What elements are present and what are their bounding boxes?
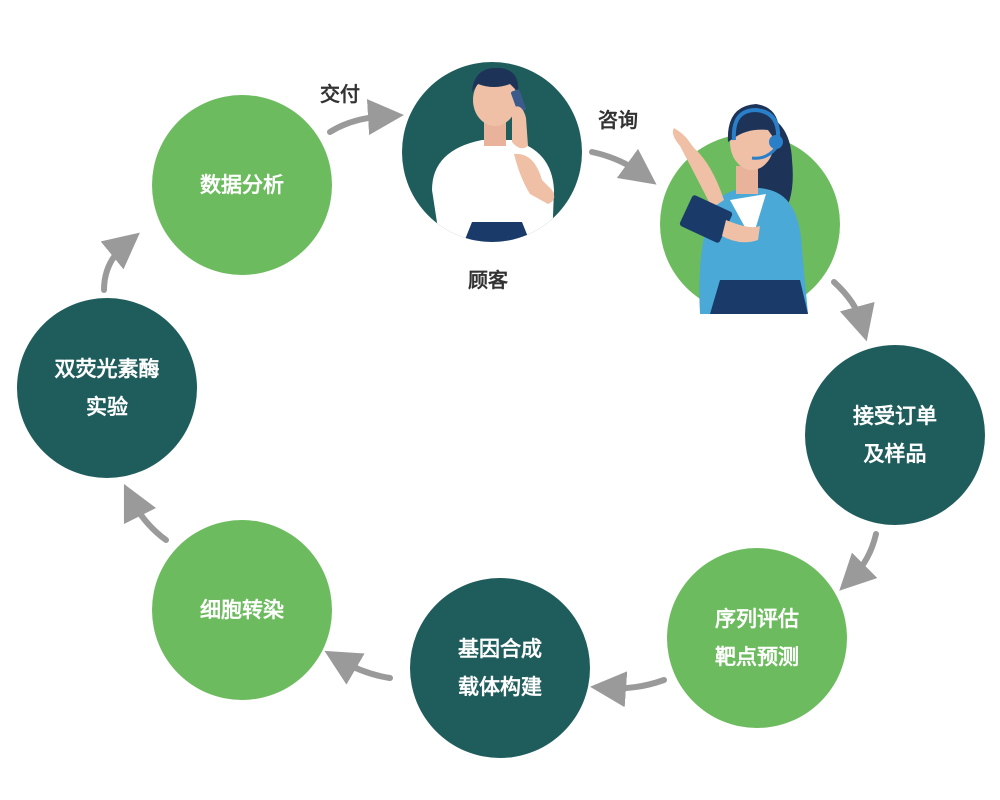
step-order: 接受订单 及样品 bbox=[805, 345, 985, 525]
step-transfection: 细胞转染 bbox=[152, 520, 332, 700]
customer-man-phone-icon bbox=[432, 67, 555, 242]
step-order-line2: 及样品 bbox=[863, 442, 927, 466]
step-luciferase-line1: 双荧光素酶 bbox=[54, 357, 160, 381]
step-sequence-line1: 序列评估 bbox=[715, 607, 799, 631]
step-sequence-line2: 靶点预测 bbox=[715, 645, 799, 669]
arrow-to-transfection bbox=[324, 650, 393, 685]
step-synthesis-line2: 载体构建 bbox=[458, 675, 542, 699]
arrow-consult bbox=[589, 148, 657, 185]
step-order-line1: 接受订单 bbox=[853, 404, 937, 428]
arrow-to-luciferase bbox=[123, 483, 169, 543]
step-sequence: 序列评估 靶点预测 bbox=[667, 548, 847, 728]
step-synthesis: 基因合成 载体构建 bbox=[410, 578, 590, 758]
step-data-analysis: 数据分析 bbox=[152, 95, 332, 275]
arrow-to-analysis bbox=[100, 232, 140, 293]
step-luciferase: 双荧光素酶 实验 bbox=[17, 298, 197, 478]
arrow-to-synthesis bbox=[590, 671, 667, 708]
step-data-analysis-line1: 数据分析 bbox=[200, 173, 284, 197]
step-transfection-line1: 细胞转染 bbox=[200, 598, 284, 622]
consult-label: 咨询 bbox=[598, 108, 638, 132]
customer-circle bbox=[402, 62, 582, 242]
arrow-to-sequence bbox=[839, 531, 879, 591]
arrow-deliver bbox=[327, 99, 404, 136]
step-luciferase-line2: 实验 bbox=[86, 395, 128, 419]
deliver-label: 交付 bbox=[320, 82, 360, 106]
arrow-to-order bbox=[831, 279, 875, 342]
step-synthesis-line1: 基因合成 bbox=[458, 637, 542, 661]
consultant-woman-headset-icon bbox=[672, 104, 808, 314]
customer-label: 顾客 bbox=[468, 268, 508, 292]
